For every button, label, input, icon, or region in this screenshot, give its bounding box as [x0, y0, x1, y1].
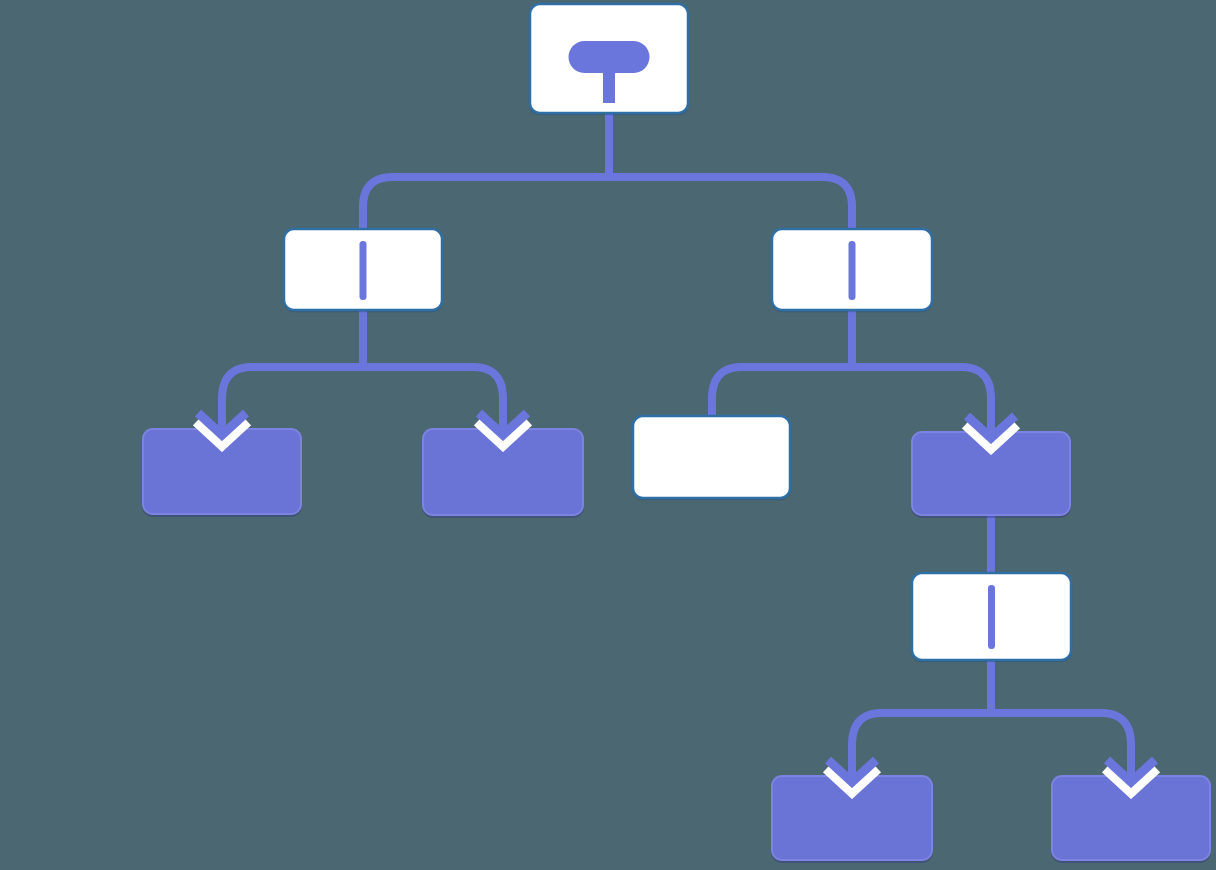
- edge-left-tee: [218, 363, 507, 433]
- arrow-highlight-chevron: [1101, 763, 1161, 800]
- root-pill-icon: [568, 41, 650, 73]
- nodes-layer: [142, 2, 1211, 861]
- arrow-chevron: [194, 409, 250, 442]
- arrow-chevron: [475, 409, 531, 442]
- arrow-chevron: [1103, 756, 1159, 789]
- arrow-chevron: [963, 412, 1019, 445]
- root-pill-stem-icon: [603, 70, 615, 103]
- pass-bar-icon-left: [359, 241, 367, 300]
- edge-right-tee: [708, 363, 995, 437]
- arrow-chevron: [824, 756, 880, 789]
- arrow-highlight-chevron: [192, 416, 252, 453]
- arrow-highlight-chevron: [473, 416, 533, 453]
- node-details-layer: [359, 41, 995, 649]
- edge-top-tee: [359, 173, 856, 230]
- pass-bar-icon-right: [848, 241, 856, 300]
- arrow-down-icon-leaf-a: [192, 409, 252, 453]
- arrows-layer: [192, 409, 1161, 800]
- node-plain-child[interactable]: [631, 414, 792, 500]
- pass-bar-icon-lower: [988, 585, 995, 649]
- arrow-highlight-chevron: [961, 419, 1021, 456]
- arrow-down-icon-leaf-d: [1101, 756, 1161, 800]
- edge-bottom-tee: [848, 709, 1135, 781]
- edges-layer: [218, 113, 1135, 781]
- arrow-highlight-chevron: [822, 763, 882, 800]
- arrow-down-icon-leaf-b: [473, 409, 533, 453]
- arrow-down-icon-mid: [961, 412, 1021, 456]
- arrow-down-icon-leaf-c: [822, 756, 882, 800]
